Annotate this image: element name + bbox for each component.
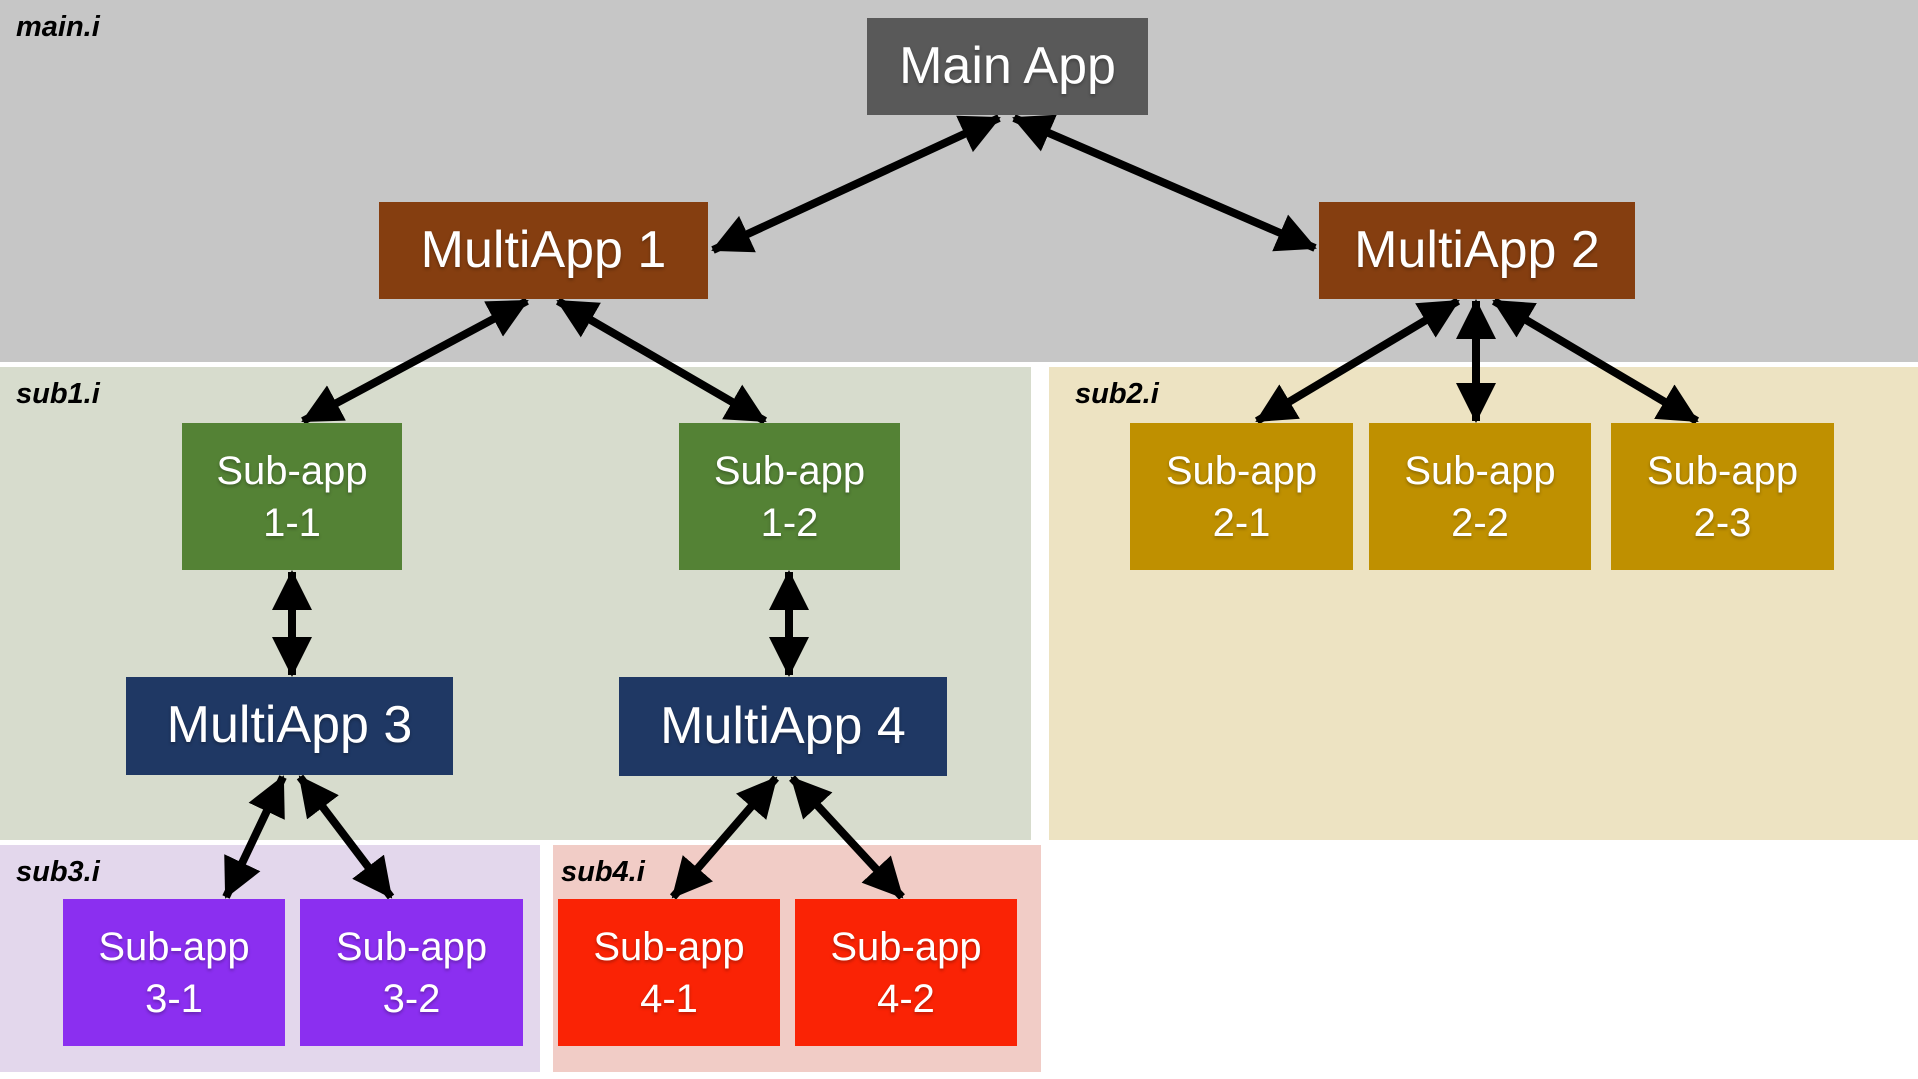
region-label-sub4-i: sub4.i <box>561 856 645 888</box>
node-main-app: Main App <box>867 18 1148 115</box>
node-sub-app-4-2: Sub-app 4-2 <box>795 899 1017 1046</box>
node-sub-app-4-1: Sub-app 4-1 <box>558 899 780 1046</box>
node-multiapp-4: MultiApp 4 <box>619 677 947 776</box>
node-multiapp-3: MultiApp 3 <box>126 677 453 775</box>
node-sub-app-1-2: Sub-app 1-2 <box>679 423 900 570</box>
region-label-main-i: main.i <box>16 11 100 43</box>
node-sub-app-3-2: Sub-app 3-2 <box>300 899 523 1046</box>
node-multiapp-2: MultiApp 2 <box>1319 202 1635 299</box>
node-sub-app-2-1: Sub-app 2-1 <box>1130 423 1353 570</box>
node-sub-app-1-1: Sub-app 1-1 <box>182 423 402 570</box>
node-sub-app-2-3: Sub-app 2-3 <box>1611 423 1834 570</box>
node-multiapp-1: MultiApp 1 <box>379 202 708 299</box>
node-sub-app-2-2: Sub-app 2-2 <box>1369 423 1591 570</box>
region-label-sub1-i: sub1.i <box>16 378 100 410</box>
region-label-sub3-i: sub3.i <box>16 856 100 888</box>
node-sub-app-3-1: Sub-app 3-1 <box>63 899 285 1046</box>
region-label-sub2-i: sub2.i <box>1075 378 1159 410</box>
